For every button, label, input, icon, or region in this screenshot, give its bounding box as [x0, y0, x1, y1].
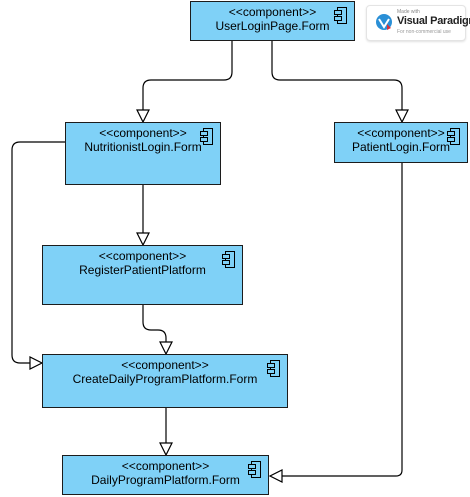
- component-registerpatientplatform[interactable]: <<component>> RegisterPatientPlatform: [42, 245, 243, 305]
- component-icon: [447, 128, 460, 145]
- arrowhead: [395, 109, 409, 124]
- edge-patient-dailyprogram: [282, 163, 403, 477]
- arrowhead: [159, 341, 173, 356]
- arrowhead: [159, 442, 173, 457]
- component-stereotype: <<component>>: [121, 459, 210, 473]
- edge-userlogin-nutritionist: [142, 40, 233, 110]
- component-icon: [248, 461, 261, 478]
- visual-paradigm-logo-icon: [376, 14, 392, 30]
- component-stereotype: <<component>>: [98, 249, 187, 263]
- component-patientlogin-form[interactable]: <<component>> PatientLogin.Form: [334, 122, 468, 163]
- arrowhead: [136, 109, 150, 124]
- component-stereotype: <<component>>: [357, 126, 445, 140]
- component-name: NutritionistLogin.Form: [84, 140, 202, 154]
- component-name: PatientLogin.Form: [351, 140, 451, 154]
- visual-paradigm-watermark: Made with Visual Paradigm For non-commer…: [366, 5, 470, 41]
- component-icon: [200, 128, 213, 145]
- watermark-made-with: Made with: [397, 9, 420, 15]
- component-icon: [267, 360, 280, 377]
- component-nutritionistlogin-form[interactable]: <<component>> NutritionistLogin.Form: [65, 122, 221, 185]
- component-stereotype: <<component>>: [99, 126, 187, 140]
- component-stereotype: <<component>>: [121, 358, 209, 372]
- arrowhead: [136, 232, 150, 247]
- component-name: RegisterPatientPlatform: [79, 263, 206, 277]
- component-name: DailyProgramPlatform.Form: [91, 473, 240, 487]
- edge-register-createdaily: [142, 305, 167, 342]
- component-userloginpage-form[interactable]: <<component>> UserLoginPage.Form: [190, 1, 355, 41]
- watermark-note: For non-commercial use: [397, 29, 451, 35]
- component-stereotype: <<component>>: [228, 5, 317, 19]
- edge-nutritionist-createdaily: [11, 141, 65, 364]
- watermark-brand: Visual Paradigm: [397, 15, 470, 27]
- component-icon: [334, 7, 347, 24]
- arrowhead: [29, 356, 44, 370]
- edge-userlogin-patient: [271, 40, 403, 110]
- arrowhead: [268, 469, 283, 483]
- component-icon: [222, 251, 235, 268]
- component-name: CreateDailyProgramPlatform.Form: [72, 372, 258, 386]
- component-createdailyprogramplatform-form[interactable]: <<component>> CreateDailyProgramPlatform…: [42, 354, 288, 408]
- component-name: UserLoginPage.Form: [215, 19, 330, 33]
- component-dailyprogramplatform-form[interactable]: <<component>> DailyProgramPlatform.Form: [62, 455, 269, 495]
